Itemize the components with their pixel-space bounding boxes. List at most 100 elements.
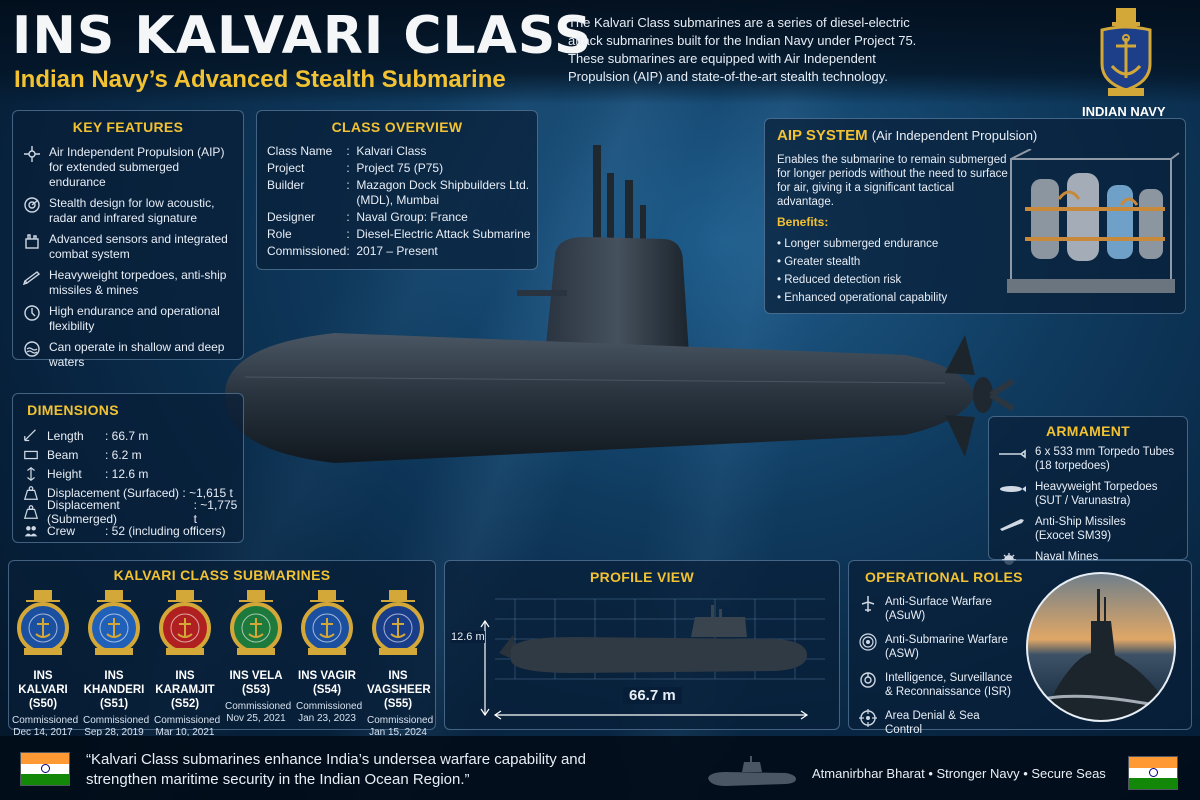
submarine-pennant: (S54) <box>312 684 342 696</box>
feature-item: Can operate in shallow and deep waters <box>23 340 235 370</box>
submarine-pennant: (S50) <box>28 698 58 710</box>
submarine-commission-date: Dec 14, 2017 <box>13 727 73 738</box>
submarine-commission-date: Sep 28, 2019 <box>84 727 144 738</box>
submarine-pennant: (S51) <box>99 698 129 710</box>
submarine-commission-date: Jan 23, 2023 <box>298 713 356 724</box>
profile-diagram <box>480 598 825 720</box>
submarine-crest-icon <box>88 590 140 655</box>
feature-item: Stealth design for low acoustic, radar a… <box>23 196 235 226</box>
weight-icon <box>23 504 39 519</box>
armament-item: Anti-Ship Missiles(Exocet SM39) <box>997 515 1181 543</box>
key-features-panel: KEY FEATURES Air Independent Propulsion … <box>12 110 244 369</box>
weight-icon <box>23 485 39 500</box>
class-overview-table: Class Name:Kalvari Class Project:Project… <box>267 143 536 260</box>
propeller-icon <box>24 146 40 162</box>
submarine-crest-icon <box>301 590 353 655</box>
overview-row: Project:Project 75 (P75) <box>267 161 444 175</box>
armament-title: ARMAMENT <box>1045 423 1131 439</box>
dimensions-list: Length: 66.7 m Beam: 6.2 m Height: 12.6 … <box>23 426 243 540</box>
submarine-silhouette-icon <box>708 756 796 786</box>
dimension-row: Beam: 6.2 m <box>23 445 243 464</box>
page-title: INS KALVARI CLASS <box>12 6 593 66</box>
header-band <box>0 0 1200 104</box>
role-item: Intelligence, Surveillance& Reconnaissan… <box>859 671 1029 699</box>
footer-tagline: Atmanirbhar Bharat • Stronger Navy • Sec… <box>812 766 1106 781</box>
aip-benefit-item: • Longer submerged endurance <box>777 238 939 250</box>
submarine-commission-date: Mar 10, 2021 <box>155 727 215 738</box>
role-item: Anti-Surface Warfare(ASuW) <box>859 595 1029 623</box>
submarine-commissioned-label: Commissioned <box>154 715 221 726</box>
submarine-crest-icon <box>17 590 69 655</box>
submarines-title: KALVARI CLASS SUBMARINES <box>113 567 331 583</box>
torpedo-icon <box>1000 486 1026 492</box>
submarine-commissioned-label: Commissioned <box>12 715 79 726</box>
aip-title-suffix: (Air Independent Propulsion) <box>871 128 1038 143</box>
operational-roles-title: OPERATIONAL ROLES <box>865 569 1023 585</box>
submarine-name: INS VAGSHEER <box>367 670 431 696</box>
water-depth-icon <box>24 341 40 357</box>
submarine-name: INS KARAMJIT <box>155 670 215 696</box>
operational-roles-panel: OPERATIONAL ROLES Anti-Surface Warfare(A… <box>848 560 1192 736</box>
profile-height-label: 12.6 m <box>451 631 485 643</box>
feature-item: Heavyweight torpedoes, anti-ship missile… <box>23 268 235 298</box>
key-features-title: KEY FEATURES <box>72 119 184 135</box>
aip-benefits-list: • Longer submerged endurance • Greater s… <box>777 235 947 307</box>
feature-item: Air Independent Propulsion (AIP) for ext… <box>23 145 235 190</box>
dimensions-title: DIMENSIONS <box>27 402 119 418</box>
endurance-icon <box>24 305 40 321</box>
submarine-pennant: (S53) <box>241 684 271 696</box>
submarine-pennant: (S52) <box>170 698 200 710</box>
intro-text: The Kalvari Class submarines are a serie… <box>568 15 917 84</box>
submarine-commissioned-label: Commissioned <box>367 715 434 726</box>
submarine-name: INS KHANDERI <box>83 670 145 696</box>
class-overview-title: CLASS OVERVIEW <box>331 119 463 135</box>
height-icon <box>27 466 35 481</box>
class-overview-panel: CLASS OVERVIEW Class Name:Kalvari Class … <box>256 110 538 270</box>
aip-benefit-item: • Enhanced operational capability <box>777 292 948 304</box>
intel-icon <box>860 672 876 688</box>
feature-item: High endurance and operational flexibili… <box>23 304 235 334</box>
submarine-commissioned-label: Commissioned <box>225 701 292 712</box>
target-icon <box>859 709 877 727</box>
aip-benefit-item: • Reduced detection risk <box>777 274 902 286</box>
torpedo-tube-icon <box>999 449 1026 459</box>
profile-length-label: 66.7 m <box>623 687 682 704</box>
aip-title: AIP SYSTEM <box>777 127 868 144</box>
india-flag-icon <box>20 752 70 786</box>
submarine-commission-date: Jan 15, 2024 <box>369 727 427 738</box>
indian-navy-crest-icon <box>1100 8 1152 96</box>
overview-row: Designer:Naval Group: France <box>267 210 468 224</box>
crew-icon <box>24 525 38 536</box>
dimension-row: Displacement (Surfaced) : ~1,615 t <box>23 483 243 502</box>
aip-benefit-item: • Greater stealth <box>777 256 861 268</box>
aip-description: Enables the submarine to remain submerge… <box>777 154 1008 208</box>
profile-view-panel: PROFILE VIEW 12.6 m 66.7 m <box>444 560 840 730</box>
overview-row: Role:Diesel-Electric Attack Submarine <box>267 227 531 241</box>
submarine-illustration <box>225 145 1015 463</box>
submarine-commissioned-label: Commissioned <box>296 701 363 712</box>
sonar-icon <box>859 633 877 651</box>
submarine-commission-date: Nov 25, 2021 <box>226 713 286 724</box>
aip-system-panel: AIP SYSTEM (Air Independent Propulsion) … <box>764 118 1186 314</box>
sunset-submarine-photo <box>1026 572 1176 722</box>
submarine-crest-icon <box>230 590 282 655</box>
footer-bar <box>0 736 1200 800</box>
dimension-row: Length: 66.7 m <box>23 426 243 445</box>
length-icon <box>24 428 36 441</box>
armament-item: Heavyweight Torpedoes(SUT / Varunastra) <box>997 480 1181 508</box>
aip-benefits-title: Benefits: <box>777 215 829 229</box>
armament-item: 6 x 533 mm Torpedo Tubes(18 torpedoes) <box>997 445 1181 473</box>
submarine-name: INS VAGIR <box>298 670 356 682</box>
dimension-row: Crew: 52 (including officers) <box>23 521 243 540</box>
submarines-panel: KALVARI CLASS SUBMARINES <box>8 560 436 730</box>
overview-row: Class Name:Kalvari Class <box>267 144 427 158</box>
feature-item: Advanced sensors and integrated combat s… <box>23 232 235 262</box>
page-subtitle: Indian Navy’s Advanced Stealth Submarine <box>14 66 506 93</box>
footer-quote: “Kalvari Class submarines enhance India’… <box>86 751 586 788</box>
armament-panel: ARMAMENT 6 x 533 mm Torpedo Tubes(18 tor… <box>988 416 1188 565</box>
role-item: Anti-Submarine Warfare(ASW) <box>859 633 1029 661</box>
